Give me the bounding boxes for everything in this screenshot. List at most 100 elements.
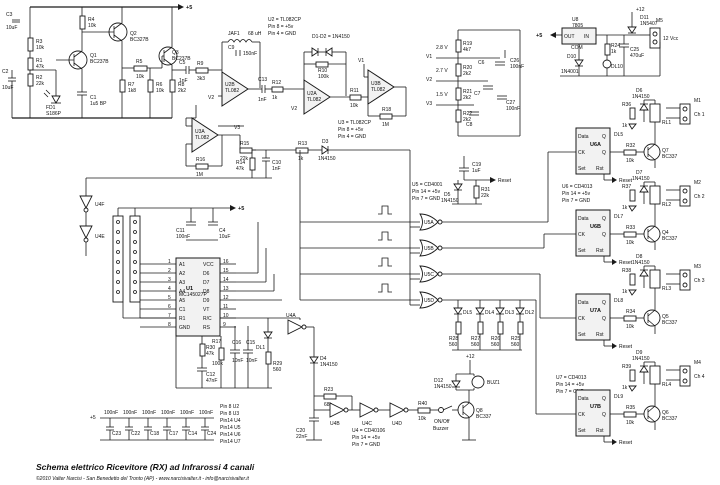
fd1-value: S186P [46,111,62,117]
transistor-value: BC337 [662,236,678,242]
d4-value: 1N4150 [320,362,338,368]
schematic-credit: ©2010 Valter Narcisi - San Benedetto del… [36,475,250,482]
terminal-screw [682,116,688,122]
d12-label: D12 [434,378,443,384]
c1-value: 1u5 BP [90,101,107,107]
led-r-value: 1k [622,289,628,295]
supply-label-reg: +5 [536,33,542,39]
transistor-value: BC337 [662,154,678,160]
r9-label: R9 [197,61,204,67]
svg-text:C25: C25 [630,47,639,53]
q1-label: Q1 [90,53,97,59]
supply-rail: +5 [29,4,192,20]
pulse-mark [378,257,392,267]
q3-value: BC237B [172,56,191,62]
r20-label: R20 [463,65,472,71]
r8-label: R8 [178,82,185,88]
r23-value: 68k [324,402,333,408]
u4b-label: U4B [330,421,340,427]
r19-value: 4k7 [463,47,471,53]
buzzer-switch[interactable] [438,407,444,413]
led-icon [628,385,637,392]
buz1-label: BUZ1 [487,380,500,386]
c5-label: C5 [179,60,186,66]
flyback-diode [639,185,649,193]
ff-qn: Q [602,150,606,156]
r6-label: R6 [156,82,163,88]
base-r-value: 10k [626,158,635,164]
channel-label: Ch 4 [694,374,705,380]
ff-pin-set: Set [578,248,586,254]
decoup-label: C24 [207,431,216,437]
u1-ic [175,257,221,337]
u3-note-1: U3 = TL082CP [338,120,372,126]
ff-pin-data: Data [578,134,589,140]
base-r-value: 10k [626,324,635,330]
transistor-label: Q5 [662,314,669,320]
decoup-value: 100nF [104,410,118,416]
c19-label: C19 [472,162,481,168]
base-r-label: R34 [626,309,635,315]
reset-label: Reset [619,178,633,184]
c13-value: 1nF [258,97,267,103]
c15-label: C15 [246,340,255,346]
u1-pin-d6: D6 [203,271,210,277]
u1-pin-c1: C1 [179,307,186,313]
pin8-note-2: Pin 8 U3 [220,411,239,417]
transistor-e [647,319,656,327]
c27-value: 100nF [506,106,520,112]
v1-ref: V1 [426,54,432,60]
u1-pin-num: 4 [168,286,171,292]
decoup-value: 100nF [161,410,175,416]
led-label: DL7 [614,214,623,220]
reset-arrow [612,177,617,183]
u2-note-1: U2 = TL082CP [268,17,302,23]
transistor-c [647,309,656,317]
terminal-screw [682,272,688,278]
terminal-label: M1 [694,98,701,104]
c10-value: 1nF [272,166,281,172]
u3b-label: U3B [371,81,381,87]
reset-out-label: Reset [498,178,512,184]
r20-value: 2k2 [463,71,471,77]
u2a-label: U2A [307,91,317,97]
flipflop-u6b [575,209,611,257]
c20-value: 22nF [296,434,307,440]
base-resistor [623,231,637,238]
diode-label: D7 [636,170,643,176]
r14-label: R14 [236,160,245,166]
led-r-label: R27 [471,336,480,342]
c8-label: C8 [466,122,473,128]
diode-value: 1N4150 [632,176,650,182]
relay-rl1 [649,103,661,123]
u1-pin-d7: D7 [203,280,210,286]
c11-value: 100nF [176,234,190,240]
buzzer-oscillator: U4A D4 1N4150 R23 68k C20 22nF U4B U4C U… [286,313,500,448]
diode-label: D9 [636,350,643,356]
terminal-m3 [679,269,691,291]
u6-note-1: U6 = CD4013 [562,184,593,190]
r7-label: R7 [128,82,135,88]
decoup-value: 100nF [142,410,156,416]
m5-label: M5 [656,18,663,24]
u8-pin-in: IN [584,34,589,40]
led-r-value: 560 [491,342,500,348]
transistor-label: Q4 [662,230,669,236]
u1-pin-a1: A1 [179,262,185,268]
ff-pin-set: Set [578,166,586,172]
q8-value: BC337 [476,414,492,420]
led-icon [628,205,637,212]
channel-label: Ch 3 [694,278,705,284]
led-r-value: 560 [449,342,458,348]
flipflop-u6a [575,127,611,175]
led-r-label: R26 [491,336,500,342]
c9-value: 150nF [243,51,257,57]
relay-rl2 [649,185,661,205]
c10-label: C10 [272,160,281,166]
r21-value: 2k2 [463,95,471,101]
u5-note-3: Pin 7 = GND [412,196,441,202]
u1-pin-num: 6 [168,304,171,310]
ff-pin-ck: CK [578,316,586,322]
c27-label: C27 [506,100,515,106]
